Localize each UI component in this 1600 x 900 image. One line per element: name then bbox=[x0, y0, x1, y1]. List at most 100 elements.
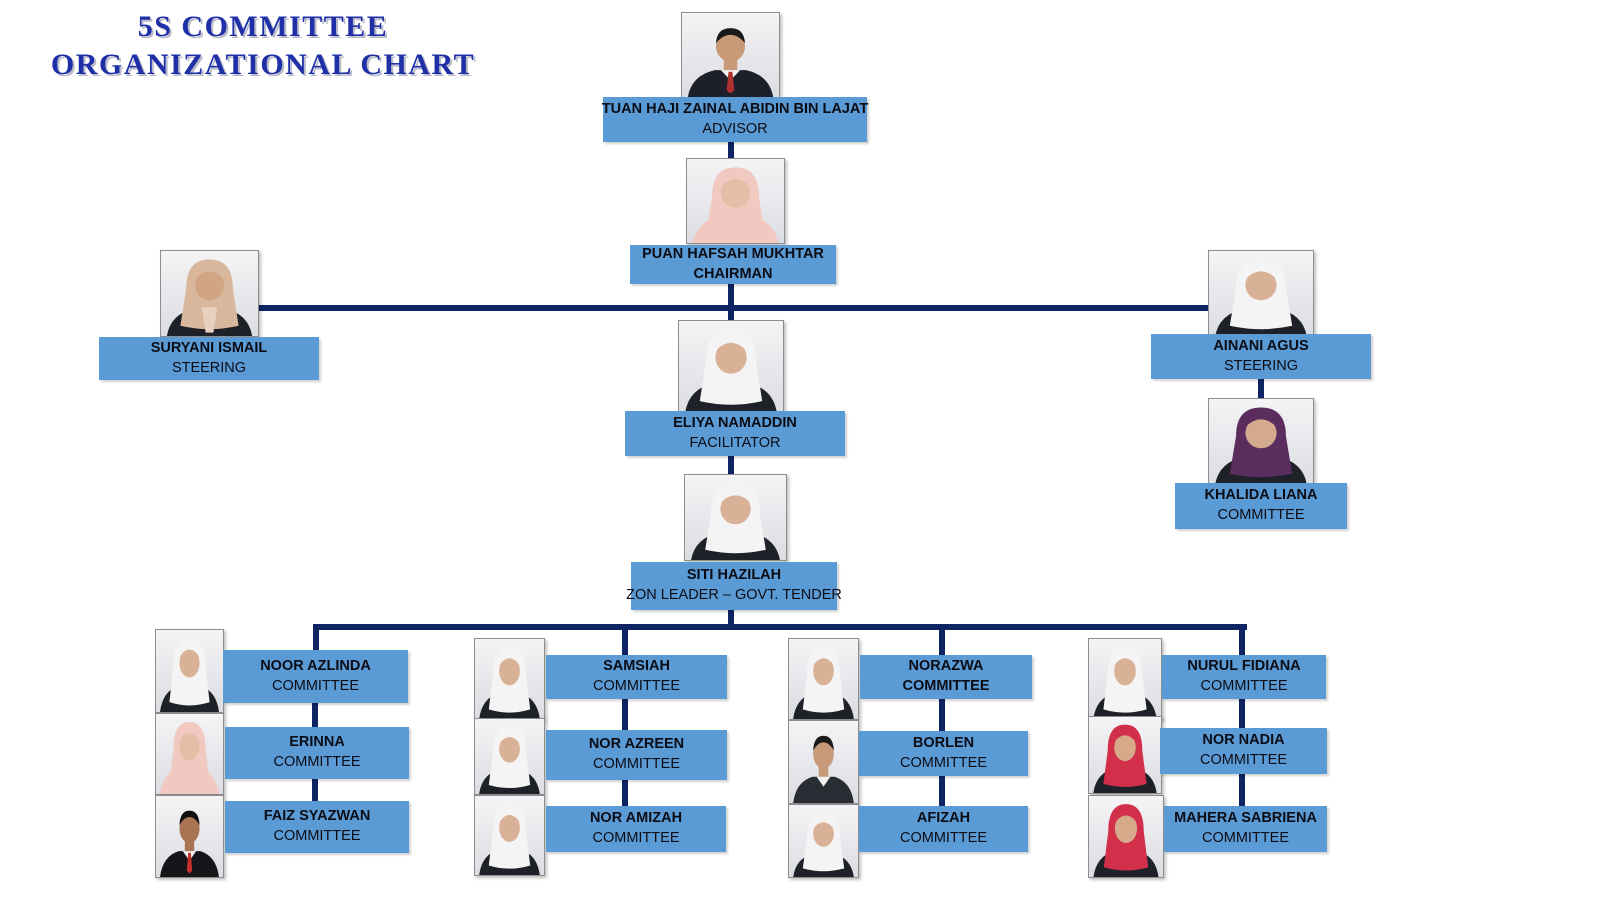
portrait-silhouette bbox=[160, 810, 219, 877]
portrait-silhouette bbox=[793, 812, 854, 877]
portrait-silhouette bbox=[685, 330, 777, 412]
advisor-box: TUAN HAJI ZAINAL ABIDIN BIN LAJAT ADVISO… bbox=[602, 97, 868, 142]
connector-zone-leader-down bbox=[728, 610, 734, 629]
portrait-silhouette bbox=[793, 647, 854, 719]
steering-left-name: SURYANI ISMAIL bbox=[150, 339, 268, 356]
committee-box: AFIZAH COMMITTEE bbox=[859, 806, 1028, 852]
committee-name: NOR NADIA bbox=[1202, 732, 1285, 749]
connector-column-4-drop bbox=[1239, 624, 1245, 655]
committee-box: ERINNA COMMITTEE bbox=[225, 727, 409, 779]
committee-role: COMMITTEE bbox=[1202, 830, 1289, 846]
khalida-role: COMMITTEE bbox=[1217, 507, 1305, 523]
committee-box: NOR NADIA COMMITTEE bbox=[1160, 728, 1327, 774]
committee-name: AFIZAH bbox=[916, 810, 971, 827]
committee-name: FAIZ SYAZWAN bbox=[263, 808, 371, 825]
steering-right-photo bbox=[1208, 250, 1314, 337]
chairman-name: PUAN HAFSAH MUKHTAR bbox=[642, 245, 824, 262]
steering-left-photo bbox=[160, 250, 259, 337]
committee-box: NORAZWA COMMITTEE bbox=[860, 655, 1032, 699]
connector-column-2-b bbox=[622, 780, 628, 806]
portrait-silhouette bbox=[479, 803, 540, 875]
committee-role: COMMITTEE bbox=[592, 830, 680, 846]
committee-photo bbox=[155, 713, 224, 795]
chairman-photo bbox=[686, 158, 785, 244]
khalida-box: KHALIDA LIANA COMMITTEE bbox=[1175, 483, 1347, 529]
steering-left-role: STEERING bbox=[171, 359, 247, 376]
khalida-name: KHALIDA LIANA bbox=[1204, 487, 1318, 504]
committee-photo bbox=[1088, 638, 1162, 720]
committee-photo bbox=[1088, 716, 1162, 794]
connector-chairman-facilitator bbox=[728, 284, 734, 322]
zone-leader-photo bbox=[684, 474, 787, 561]
chart-title-line-2: ORGANIZATIONAL CHART bbox=[50, 48, 476, 81]
connector-column-2-drop bbox=[622, 624, 628, 655]
connector-steering-khalida bbox=[1258, 379, 1264, 399]
connector-column-1-a bbox=[312, 703, 318, 727]
connector-column-1-b bbox=[312, 779, 318, 801]
portrait-silhouette bbox=[1215, 259, 1307, 336]
committee-box: BORLEN COMMITTEE bbox=[859, 731, 1028, 776]
steering-right-name: AINANI AGUS bbox=[1213, 337, 1309, 354]
committee-role: COMMITTEE bbox=[1200, 678, 1288, 694]
committee-photo bbox=[788, 720, 859, 804]
committee-box: MAHERA SABRIENA COMMITTEE bbox=[1164, 806, 1327, 852]
connector-advisor-chairman bbox=[728, 142, 734, 160]
facilitator-photo bbox=[678, 320, 784, 413]
connector-column-3-a bbox=[939, 699, 945, 731]
portrait-silhouette bbox=[160, 638, 219, 712]
committee-name: NOR AZREEN bbox=[588, 736, 685, 753]
committee-role: COMMITTEE bbox=[593, 678, 680, 694]
committee-photo bbox=[474, 718, 545, 795]
facilitator-box: ELIYA NAMADDIN FACILITATOR bbox=[625, 411, 845, 456]
steering-right-box: AINANI AGUS STEERING bbox=[1151, 334, 1371, 379]
portrait-silhouette bbox=[1093, 647, 1157, 719]
portrait-silhouette bbox=[1215, 407, 1307, 484]
zone-leader-box: SITI HAZILAH ZON LEADER – GOVT. TENDER bbox=[626, 562, 842, 610]
committee-photo bbox=[788, 804, 859, 878]
committee-box: FAIZ SYAZWAN COMMITTEE bbox=[225, 801, 409, 853]
connector-column-3-b bbox=[939, 776, 945, 806]
committee-name: NORAZWA bbox=[908, 658, 984, 675]
committee-photo bbox=[474, 795, 545, 876]
committee-photo bbox=[155, 795, 224, 878]
connector-committee-horizontal bbox=[313, 624, 1247, 630]
chairman-role: CHAIRMAN bbox=[693, 265, 773, 282]
committee-role: COMMITTEE bbox=[273, 828, 361, 844]
committee-box: SAMSIAH COMMITTEE bbox=[546, 655, 727, 699]
portrait-silhouette bbox=[1093, 804, 1159, 877]
committee-photo bbox=[1088, 795, 1164, 878]
portrait-silhouette bbox=[166, 259, 253, 336]
steering-right-role: STEERING bbox=[1223, 357, 1299, 374]
committee-box: NOR AMIZAH COMMITTEE bbox=[546, 806, 726, 852]
committee-name: BORLEN bbox=[912, 734, 975, 751]
committee-name: NOOR AZLINDA bbox=[260, 657, 371, 674]
advisor-photo bbox=[681, 12, 780, 98]
committee-name: SAMSIAH bbox=[603, 658, 670, 675]
chairman-box: PUAN HAFSAH MUKHTAR CHAIRMAN bbox=[630, 245, 836, 284]
portrait-silhouette bbox=[479, 726, 540, 794]
committee-box: NOOR AZLINDA COMMITTEE bbox=[223, 650, 408, 703]
committee-name: NOR AMIZAH bbox=[589, 810, 683, 827]
connector-facilitator-zone-leader bbox=[728, 456, 734, 475]
connector-column-3-drop bbox=[939, 624, 945, 655]
portrait-silhouette bbox=[687, 28, 774, 97]
chart-title-line-1: 5S COMMITTEE bbox=[137, 10, 389, 43]
connector-column-1-drop bbox=[313, 624, 319, 650]
connector-column-4-a bbox=[1239, 699, 1245, 728]
committee-name: ERINNA bbox=[289, 734, 345, 751]
portrait-silhouette bbox=[793, 735, 854, 803]
portrait-silhouette bbox=[1093, 724, 1157, 793]
portrait-silhouette bbox=[160, 722, 219, 794]
committee-name: MAHERA SABRIENA bbox=[1174, 810, 1317, 827]
committee-role: COMMITTEE bbox=[902, 678, 990, 694]
committee-box: NOR AZREEN COMMITTEE bbox=[546, 730, 727, 780]
committee-role: COMMITTEE bbox=[273, 754, 361, 770]
committee-role: COMMITTEE bbox=[593, 756, 680, 772]
committee-photo bbox=[155, 629, 224, 713]
portrait-silhouette bbox=[479, 647, 540, 719]
connector-steering-horizontal bbox=[258, 305, 1214, 311]
portrait-silhouette bbox=[692, 167, 779, 243]
committee-box: NURUL FIDIANA COMMITTEE bbox=[1162, 655, 1326, 699]
committee-name: NURUL FIDIANA bbox=[1187, 658, 1301, 675]
committee-role: COMMITTEE bbox=[900, 830, 987, 846]
